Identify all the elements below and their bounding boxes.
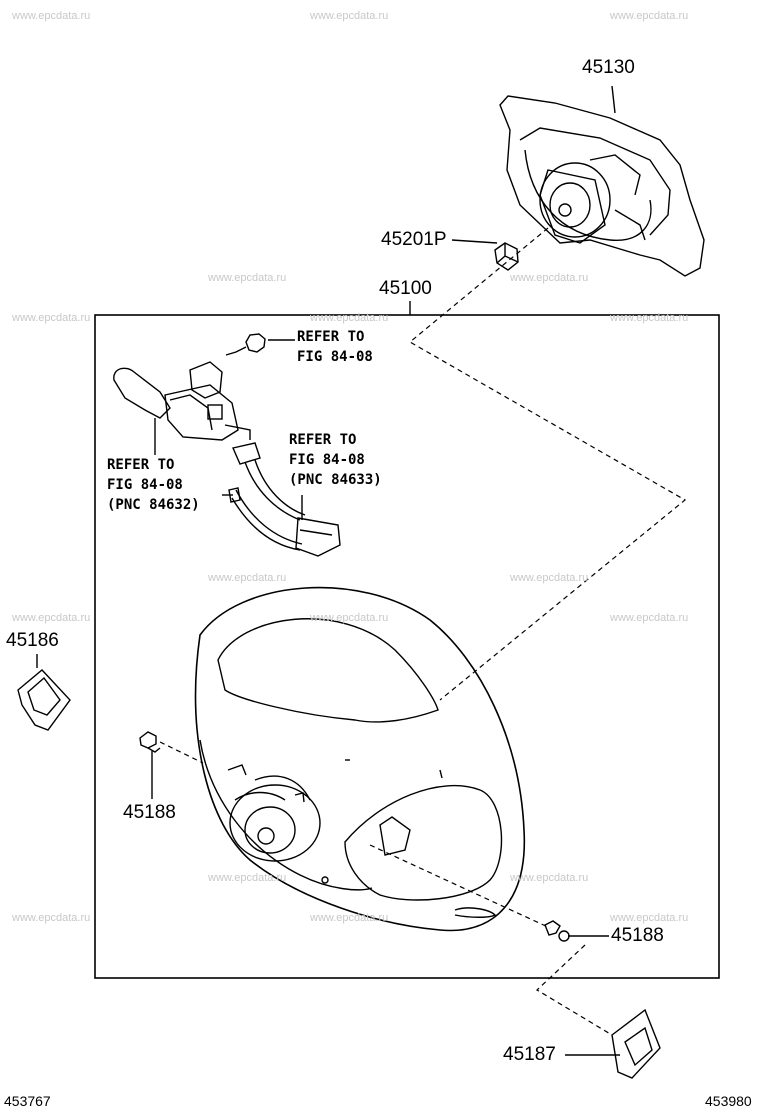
watermark: www.epcdata.ru bbox=[12, 312, 91, 324]
watermark: www.epcdata.ru bbox=[310, 912, 389, 924]
part-number-45186: 45186 bbox=[6, 630, 59, 651]
watermark: www.epcdata.ru bbox=[510, 272, 589, 284]
leader-45130 bbox=[611, 85, 616, 114]
dash-left-screw bbox=[159, 741, 204, 764]
steering-wheel bbox=[194, 586, 526, 932]
watermark: www.epcdata.ru bbox=[610, 612, 689, 624]
watermark: www.epcdata.ru bbox=[510, 572, 589, 584]
dash-cover-to-wheel bbox=[408, 227, 687, 701]
watermark: www.epcdata.ru bbox=[12, 10, 91, 22]
assembly-frame bbox=[94, 314, 720, 979]
spiral-cable bbox=[228, 442, 341, 557]
part-number-45188-right: 45188 bbox=[611, 925, 664, 946]
part-number-45100: 45100 bbox=[379, 278, 432, 299]
screw-45188-right bbox=[544, 920, 570, 942]
note-spiral-cable: REFER TO FIG 84-08 (PNC 84633) bbox=[289, 432, 382, 488]
horn-pad-45130 bbox=[499, 95, 705, 277]
watermark: www.epcdata.ru bbox=[510, 872, 589, 884]
watermark: www.epcdata.ru bbox=[310, 312, 389, 324]
part-number-45188-left: 45188 bbox=[123, 802, 176, 823]
part-number-45187: 45187 bbox=[503, 1044, 556, 1065]
watermark: www.epcdata.ru bbox=[208, 872, 287, 884]
illustration-code-left: 453767 bbox=[4, 1093, 51, 1109]
illustration-code-right: 453980 bbox=[705, 1093, 752, 1109]
cover-45186 bbox=[17, 669, 71, 731]
switch-bolt bbox=[225, 333, 266, 356]
watermark: www.epcdata.ru bbox=[12, 912, 91, 924]
part-number-45201p: 45201P bbox=[381, 229, 447, 250]
cover-45187 bbox=[611, 1008, 661, 1079]
watermark: www.epcdata.ru bbox=[610, 312, 689, 324]
note-combo-switch: REFER TO FIG 84-08 (PNC 84632) bbox=[107, 457, 200, 513]
watermark: www.epcdata.ru bbox=[208, 572, 287, 584]
leader-45201p bbox=[451, 239, 498, 244]
watermark: www.epcdata.ru bbox=[310, 612, 389, 624]
part-number-45130: 45130 bbox=[582, 57, 635, 78]
dash-right-screw bbox=[369, 844, 551, 929]
watermark: www.epcdata.ru bbox=[310, 10, 389, 22]
note-switch-bolt: REFER TO FIG 84-08 bbox=[297, 329, 373, 365]
watermark: www.epcdata.ru bbox=[610, 912, 689, 924]
nut-45201p bbox=[494, 242, 519, 271]
watermark: www.epcdata.ru bbox=[12, 612, 91, 624]
combo-switch bbox=[113, 361, 251, 441]
watermark: www.epcdata.ru bbox=[610, 10, 689, 22]
watermark: www.epcdata.ru bbox=[208, 272, 287, 284]
screw-45188-left bbox=[139, 731, 161, 753]
dash-cover-right bbox=[536, 944, 613, 1036]
